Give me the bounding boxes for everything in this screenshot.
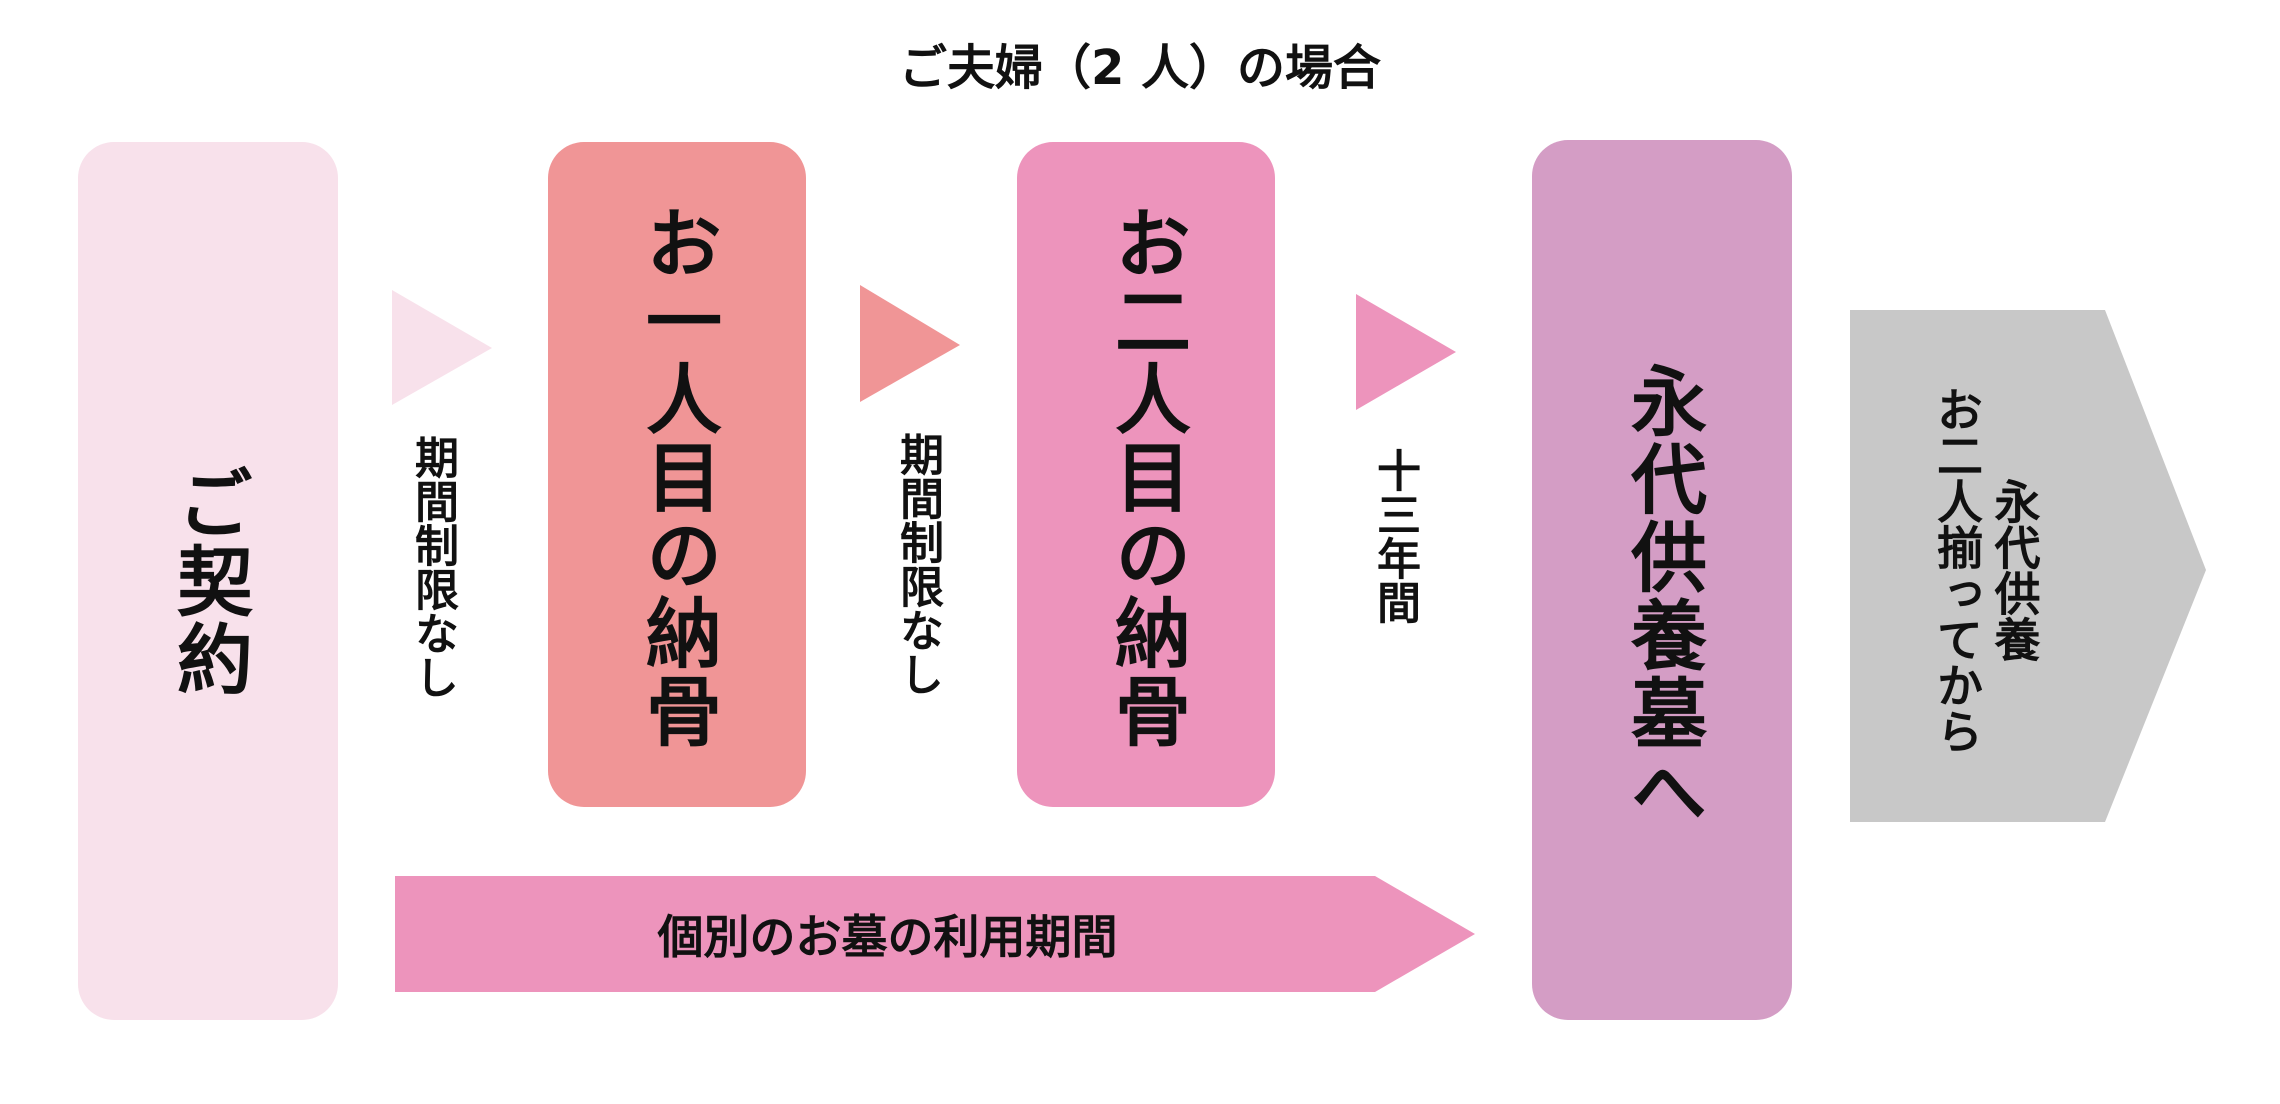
result-text: お二人揃ってから 永代供養 (1850, 340, 2120, 800)
diagram-title: ご夫婦（2 人）の場合 (898, 40, 1382, 96)
usage-period-bar (395, 876, 1475, 992)
step-second-burial-label: お二人目の納骨 (1102, 204, 1191, 750)
usage-period-label: 個別のお墓の利用期間 (657, 910, 1118, 964)
step-first-burial-label: お一人目の納骨 (633, 204, 722, 750)
arrow-second-to-eternal (1356, 294, 1456, 410)
step-contract: ご契約 (78, 142, 338, 1020)
connector-label-1: 期間制限なし (407, 435, 458, 699)
arrow-first-to-second (860, 285, 960, 402)
arrow-contract-to-first (392, 290, 492, 405)
step-second-burial: お二人目の納骨 (1017, 142, 1275, 807)
step-first-burial: お一人目の納骨 (548, 142, 806, 807)
result-text-line2: 永代供養 (1987, 478, 2042, 662)
step-contract-label: ご契約 (164, 464, 253, 698)
connector-label-3: 十三年間 (1369, 448, 1420, 624)
result-chevron (1850, 310, 2206, 822)
result-text-line1: お二人揃ってから (1930, 386, 1984, 754)
connector-label-2: 期間制限なし (892, 432, 943, 696)
step-eternal-memorial-label: 永代供養墓へ (1618, 362, 1707, 830)
step-eternal-memorial: 永代供養墓へ (1532, 140, 1792, 1020)
